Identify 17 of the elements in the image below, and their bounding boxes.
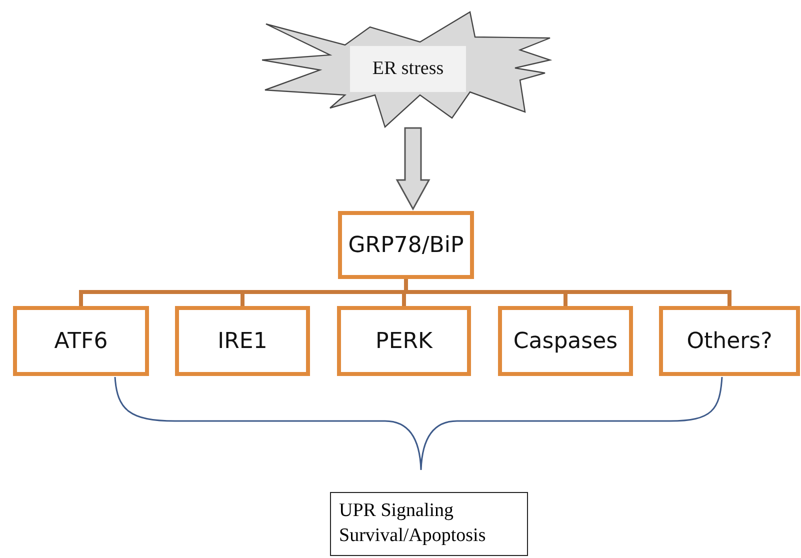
label-text: PERK [376,328,432,354]
label-text: IRE1 [218,328,268,354]
starburst-shape [262,8,554,130]
process-box [659,306,800,376]
label-text: Others? [686,328,772,354]
process-box [338,211,474,279]
process-box [175,306,310,376]
block-arrow [396,127,430,211]
process-box [13,306,149,376]
label-text: GRP78/BiP [348,232,464,258]
label-text: Caspases [513,328,618,354]
process-box [498,306,633,376]
label-text: ATF6 [54,328,108,354]
process-box [330,492,528,556]
process-box [337,306,471,376]
label-text: ER stress [350,46,466,92]
label-text: UPR Signaling Survival/Apoptosis [339,499,487,548]
